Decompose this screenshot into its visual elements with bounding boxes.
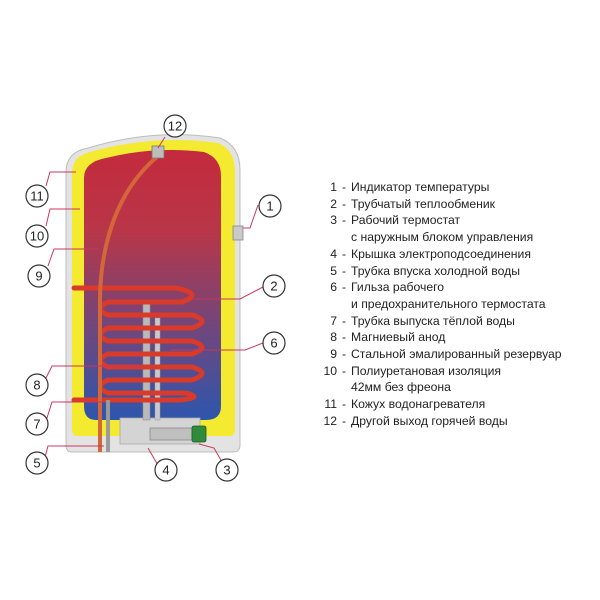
legend-item-2: 2-Трубчатый теплообменик xyxy=(330,196,495,211)
temperature-indicator-fitting xyxy=(232,225,244,241)
callout-8: 8 xyxy=(25,373,49,397)
legend-item-5: 5-Трубка впуска холодной воды xyxy=(330,263,521,278)
legend-list: 1-Индикатор температуры 2-Трубчатый тепл… xyxy=(314,179,598,430)
svg-text:1: 1 xyxy=(266,199,273,214)
svg-text:4: 4 xyxy=(162,463,169,478)
svg-text:2: 2 xyxy=(270,279,277,294)
top-outlet-fitting xyxy=(151,145,165,159)
thermostat-unit xyxy=(149,427,193,441)
hot-water-outlet-tube xyxy=(98,154,160,452)
svg-text:9: 9 xyxy=(35,269,42,284)
callout-1: 1 xyxy=(258,194,282,218)
svg-text:10: 10 xyxy=(30,229,44,244)
callout-2: 2 xyxy=(262,274,286,298)
legend-item-1: 1-Индикатор температуры xyxy=(330,180,490,194)
svg-text:8: 8 xyxy=(33,378,40,393)
callout-3: 3 xyxy=(215,458,239,482)
callout-9: 9 xyxy=(27,264,51,288)
legend-item-11: 11-Кожух водонагревателя xyxy=(324,397,486,412)
callout-6: 6 xyxy=(262,331,286,355)
callout-5: 5 xyxy=(25,451,49,475)
svg-text:6: 6 xyxy=(270,336,277,351)
legend-item-7: 7-Трубка выпуска тёплой воды xyxy=(330,313,515,328)
legend-item-4: 4-Крышка электроподсоединения xyxy=(330,246,531,261)
callout-4: 4 xyxy=(154,458,178,482)
svg-text:11: 11 xyxy=(30,189,44,204)
thermostat-knob xyxy=(191,425,207,443)
callout-11: 11 xyxy=(25,184,49,208)
callout-7: 7 xyxy=(25,412,49,436)
legend-item-12: 12-Другой выход горячей воды xyxy=(323,413,508,428)
svg-text:12: 12 xyxy=(168,119,182,134)
leader-lines xyxy=(43,136,264,468)
legend-item-8: 8-Магниевый анод xyxy=(330,330,446,345)
callout-12: 12 xyxy=(163,114,187,138)
svg-text:7: 7 xyxy=(33,417,40,432)
legend-item-9: 9-Стальной эмалированный резервуар xyxy=(330,347,562,362)
svg-text:5: 5 xyxy=(33,456,40,471)
callout-10: 10 xyxy=(25,224,49,248)
svg-text:3: 3 xyxy=(223,463,230,478)
